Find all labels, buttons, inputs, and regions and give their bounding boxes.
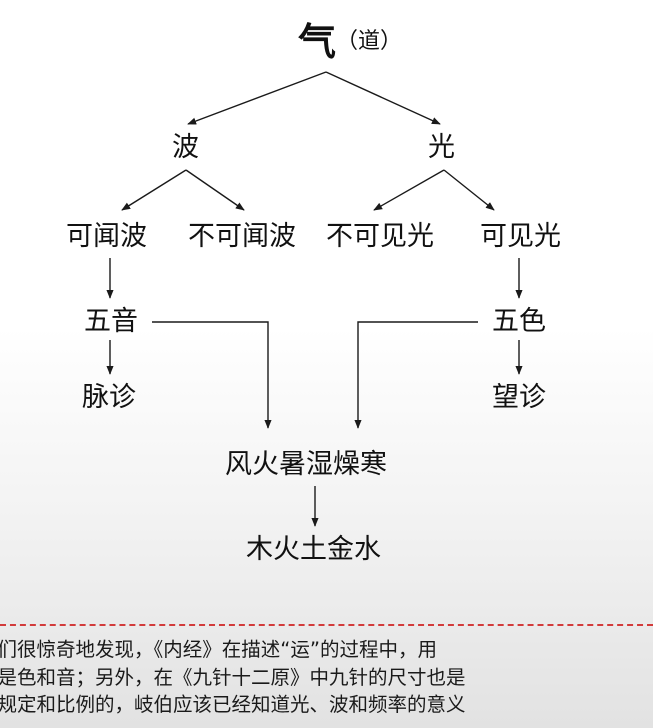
arrow-qi-to-wave [187,71,327,125]
node-qi-note: （道） [336,29,403,54]
node-inspection: 望诊 [492,382,546,413]
arrow-wave-to-audible [121,169,187,211]
node-five-colors: 五色 [492,306,546,337]
node-light: 光 [428,132,455,163]
node-pulse-diagnosis: 脉诊 [82,382,136,413]
concept-tree-diagram: 气（道） 波 光 可闻波 不可闻波 不可见光 可见光 五音 五色 脉诊 望诊 风… [66,22,561,565]
node-audible-wave: 可闻波 [66,221,147,252]
paragraph-line: 有规定和比例的，岐伯应该已经知道光、波和频率的意义 [0,693,466,716]
arrow-light-to-invisible [373,169,445,211]
node-six-qi: 风火暑湿燥寒 [225,449,387,480]
arrow-colors-to-six-qi [354,321,478,429]
node-inaudible-wave: 不可闻波 [188,221,296,252]
body-paragraph: 我们很惊奇地发现，《内经》在描述“运”的过程中，用 的是色和音；另外，在《九针十… [0,636,653,719]
arrow-wave-to-inaudible [185,169,245,211]
node-wave: 波 [172,132,199,163]
node-qi: 气（道） [298,22,402,62]
arrow-tones-to-six-qi [152,321,272,429]
connector-lines [106,71,523,527]
node-qi-char: 气 [298,19,337,64]
arrow-light-to-visible [443,169,495,211]
paragraph-line: 的是色和音；另外，在《九针十二原》中九针的尺寸也是 [0,665,466,689]
node-five-elements: 木火土金水 [246,534,381,565]
arrow-qi-to-light [325,71,441,125]
node-visible-light: 可见光 [480,221,561,252]
dashed-divider [0,624,653,626]
node-invisible-light: 不可见光 [326,221,434,252]
node-five-tones: 五音 [84,306,138,337]
paragraph-line: 我们很惊奇地发现，《内经》在描述“运”的过程中，用 [0,638,437,661]
